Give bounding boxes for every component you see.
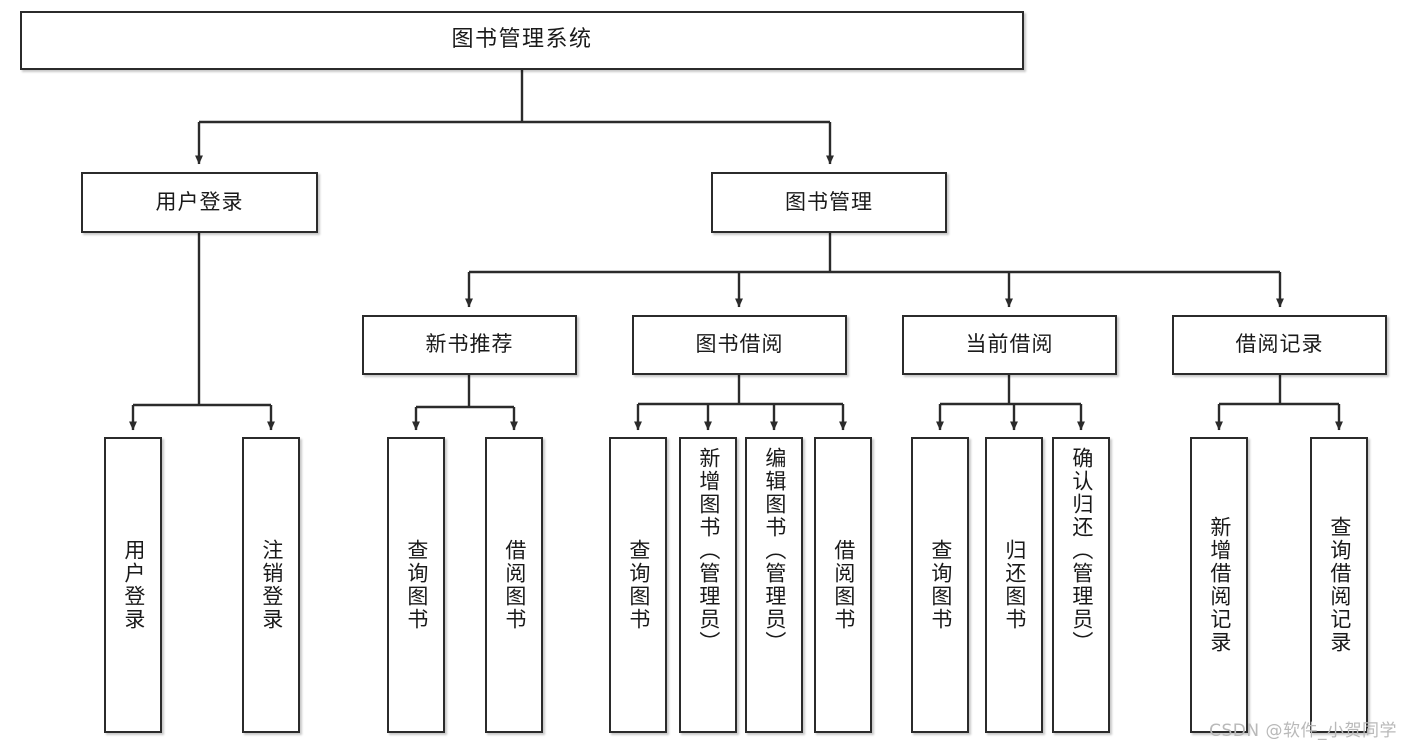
leaf-borrow-book-label: 借阅图书: [831, 539, 856, 631]
leaf-return-book[interactable]: 归还图书: [985, 437, 1043, 733]
leaf-query-book-recommend[interactable]: 查询图书: [387, 437, 445, 733]
node-new-book-recommend[interactable]: 新书推荐: [362, 315, 577, 375]
leaf-add-borrow-record-label: 新增借阅记录: [1207, 516, 1232, 654]
leaf-user-login-label: 用户登录: [121, 539, 146, 631]
leaf-logout-label: 注销登录: [259, 539, 284, 631]
leaf-query-borrow-record[interactable]: 查询借阅记录: [1310, 437, 1368, 733]
watermark: CSDN @软件_小贺同学: [1209, 721, 1397, 741]
leaf-add-borrow-record[interactable]: 新增借阅记录: [1190, 437, 1248, 733]
leaf-borrow-book-recommend[interactable]: 借阅图书: [485, 437, 543, 733]
leaf-query-book-current-label: 查询图书: [928, 539, 953, 631]
leaf-query-borrow-record-label: 查询借阅记录: [1327, 516, 1352, 654]
leaf-edit-book-admin[interactable]: 编辑图书（管理员）: [745, 437, 803, 733]
node-user-login-label: 用户登录: [155, 189, 244, 214]
leaf-edit-book-admin-label: 编辑图书（管理员）: [762, 447, 787, 654]
node-root[interactable]: 图书管理系统: [20, 11, 1024, 70]
leaf-borrow-book[interactable]: 借阅图书: [814, 437, 872, 733]
leaf-add-book-admin-label: 新增图书（管理员）: [696, 447, 721, 654]
leaf-user-login[interactable]: 用户登录: [104, 437, 162, 733]
node-borrow-record[interactable]: 借阅记录: [1172, 315, 1387, 375]
leaf-query-book-borrow-label: 查询图书: [626, 539, 651, 631]
node-book-borrow-label: 图书借阅: [695, 332, 784, 357]
node-current-borrow[interactable]: 当前借阅: [902, 315, 1117, 375]
leaf-query-book-borrow[interactable]: 查询图书: [609, 437, 667, 733]
leaf-query-book-recommend-label: 查询图书: [404, 539, 429, 631]
leaf-logout[interactable]: 注销登录: [242, 437, 300, 733]
node-root-label: 图书管理系统: [451, 27, 593, 53]
node-user-login[interactable]: 用户登录: [81, 172, 318, 233]
node-current-borrow-label: 当前借阅: [965, 332, 1054, 357]
leaf-borrow-book-recommend-label: 借阅图书: [502, 539, 527, 631]
node-new-book-recommend-label: 新书推荐: [425, 332, 514, 357]
node-book-borrow[interactable]: 图书借阅: [632, 315, 847, 375]
node-book-management-label: 图书管理: [785, 189, 873, 214]
leaf-confirm-return-admin-label: 确认归还（管理员）: [1069, 447, 1094, 654]
leaf-return-book-label: 归还图书: [1002, 539, 1027, 631]
node-book-management[interactable]: 图书管理: [711, 172, 947, 233]
leaf-confirm-return-admin[interactable]: 确认归还（管理员）: [1052, 437, 1110, 733]
leaf-query-book-current[interactable]: 查询图书: [911, 437, 969, 733]
leaf-add-book-admin[interactable]: 新增图书（管理员）: [679, 437, 737, 733]
node-borrow-record-label: 借阅记录: [1235, 332, 1324, 357]
